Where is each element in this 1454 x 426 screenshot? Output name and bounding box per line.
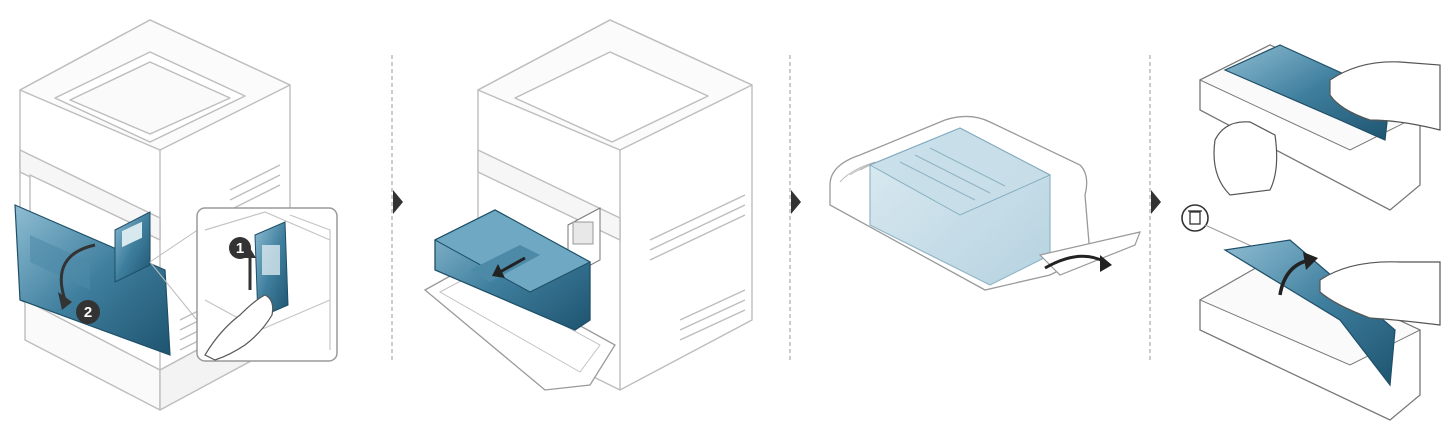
hand <box>1319 261 1441 326</box>
callout-number-1: 1 <box>236 240 244 257</box>
step-3-illustration <box>829 115 1141 291</box>
step-4-illustration <box>1181 44 1441 421</box>
step-arrow-icon <box>1151 190 1161 214</box>
step-arrow-icon <box>791 190 801 214</box>
callout-circle-1 <box>229 237 251 259</box>
hand <box>204 294 274 361</box>
step-arrow-icon <box>393 190 403 214</box>
recycle-bin-icon <box>1181 204 1209 232</box>
step-1-illustration: 2 1 <box>14 19 338 411</box>
callout-number-2: 2 <box>84 304 92 321</box>
step-2-illustration <box>423 19 753 391</box>
pull-arrow-icon <box>499 256 526 274</box>
callout-circle-2 <box>76 300 100 324</box>
hand <box>1329 61 1441 131</box>
hand <box>1213 121 1278 196</box>
rotate-arrow-icon <box>59 243 96 301</box>
